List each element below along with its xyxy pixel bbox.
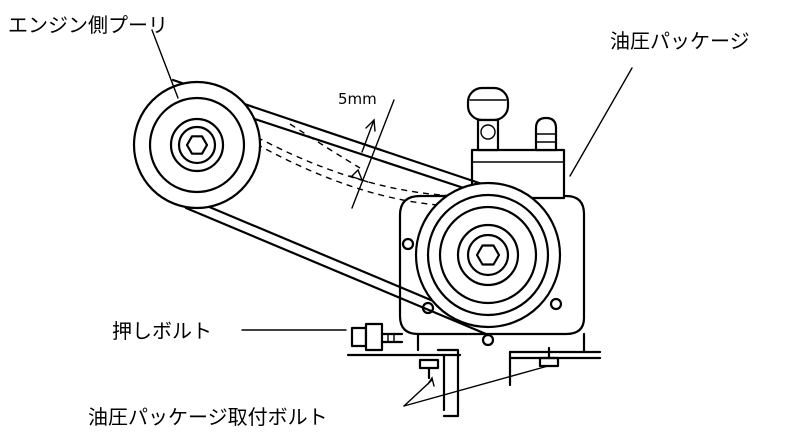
leader-lines — [151, 29, 633, 407]
engine-pulley — [132, 80, 262, 210]
deflection-indicator — [349, 99, 395, 209]
engine-pulley-label: エンジン側プーリ — [8, 13, 168, 37]
push-bolt-label: 押しボルト — [112, 319, 212, 343]
mounting-bolt-label: 油圧パッケージ取付ボルト — [88, 405, 328, 429]
mounting-frame — [346, 332, 602, 418]
deflection-label: 5mm — [338, 90, 377, 108]
pump-pulley — [414, 181, 562, 329]
push-bolt — [350, 322, 404, 352]
hydraulic-package-label: 油圧パッケージ — [610, 29, 750, 53]
